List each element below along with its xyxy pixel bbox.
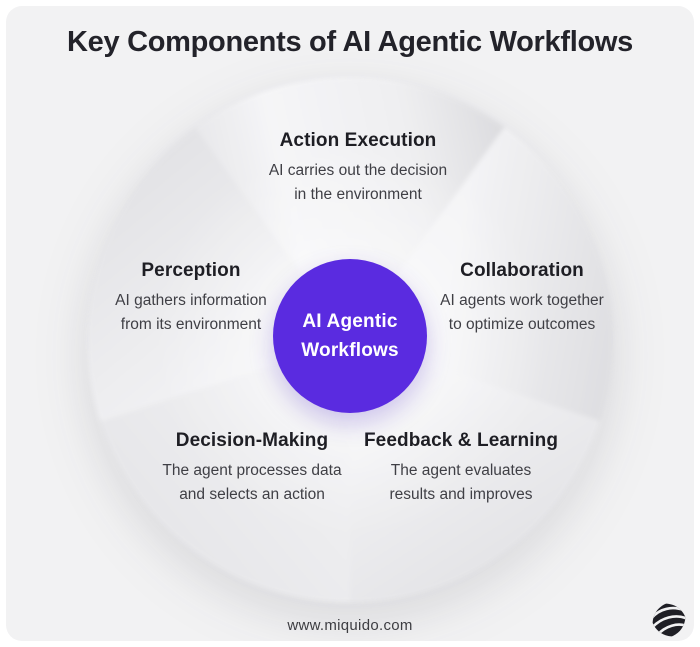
center-circle: AI Agentic Workflows xyxy=(273,259,427,413)
segment-decision-making: Decision-Making The agent processes data… xyxy=(122,430,382,507)
segment-description: AI carries out the decision in the envir… xyxy=(268,162,448,203)
miquido-logo-icon xyxy=(650,603,688,637)
segment-title: Feedback & Learning xyxy=(363,430,559,451)
center-label-line1: AI Agentic xyxy=(302,311,398,332)
segment-description: The agent processes data and selects an … xyxy=(162,462,342,503)
segment-title: Decision-Making xyxy=(175,430,329,451)
segment-title: Action Execution xyxy=(279,130,437,151)
segment-title: Collaboration xyxy=(460,260,584,281)
segment-description: The agent evaluates results and improves xyxy=(389,462,533,503)
segment-action-execution: Action Execution AI carries out the deci… xyxy=(228,130,488,207)
page-title: Key Components of AI Agentic Workflows xyxy=(67,26,633,58)
segment-feedback-learning: Feedback & Learning The agent evaluates … xyxy=(331,430,591,507)
website-url: www.miquido.com xyxy=(287,617,413,634)
segment-title: Perception xyxy=(141,260,241,281)
segment-description: AI agents work together to optimize outc… xyxy=(440,292,604,333)
segment-perception: Perception AI gathers information from i… xyxy=(76,260,306,337)
segment-collaboration: Collaboration AI agents work together to… xyxy=(402,260,642,337)
infographic-card: Key Components of AI Agentic Workflows xyxy=(6,6,694,641)
segment-description: AI gathers information from its environm… xyxy=(115,292,267,333)
center-label-line2: Workflows xyxy=(301,340,399,361)
